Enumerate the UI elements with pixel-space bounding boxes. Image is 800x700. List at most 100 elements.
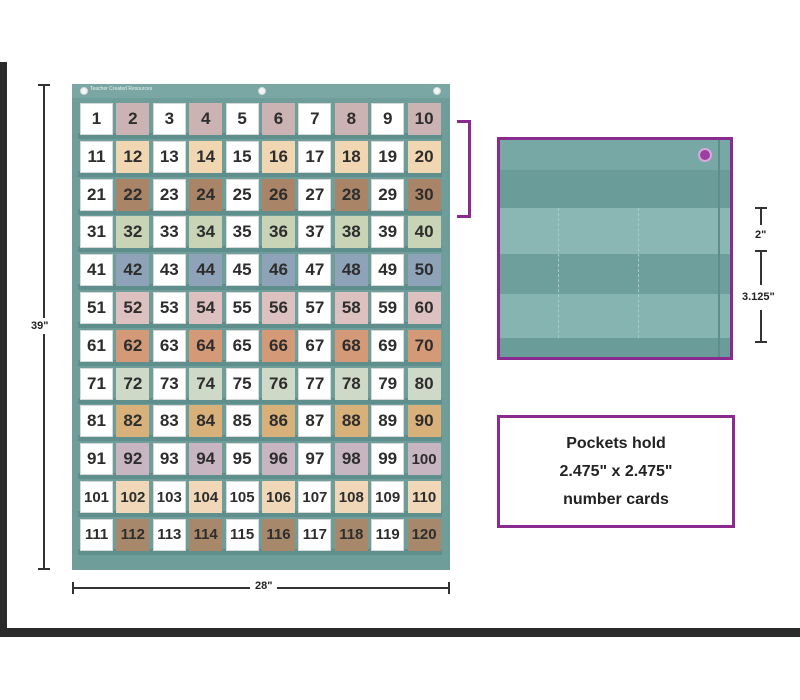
number-card: 37 bbox=[298, 216, 332, 249]
number-card: 118 bbox=[334, 518, 368, 551]
callout-bracket bbox=[457, 120, 471, 218]
number-card: 69 bbox=[371, 329, 405, 362]
pocket-divider bbox=[558, 208, 559, 338]
number-card: 98 bbox=[334, 443, 368, 476]
number-card: 24 bbox=[189, 178, 223, 211]
pocket-strip bbox=[78, 435, 442, 442]
number-card: 78 bbox=[334, 367, 368, 400]
number-card: 31 bbox=[80, 216, 113, 249]
pocket-strip bbox=[78, 246, 442, 253]
number-card: 75 bbox=[225, 367, 259, 400]
number-card: 79 bbox=[371, 367, 405, 400]
number-card: 64 bbox=[189, 329, 223, 362]
number-card: 71 bbox=[80, 367, 113, 400]
number-card: 63 bbox=[152, 329, 186, 362]
number-card: 11 bbox=[80, 140, 113, 173]
pocket-dim-bottom-tick bbox=[755, 341, 767, 343]
number-card: 113 bbox=[152, 518, 186, 551]
number-card: 12 bbox=[116, 140, 150, 173]
number-card: 59 bbox=[371, 292, 405, 324]
number-card: 97 bbox=[298, 443, 332, 476]
width-dim-label: 28" bbox=[250, 580, 278, 592]
number-card: 15 bbox=[225, 140, 259, 173]
number-card: 39 bbox=[371, 216, 405, 249]
grommet-right bbox=[433, 87, 441, 95]
number-card: 8 bbox=[334, 103, 368, 135]
number-card: 81 bbox=[80, 405, 113, 438]
number-card: 25 bbox=[225, 178, 259, 211]
detail-pocket bbox=[500, 208, 730, 254]
number-card: 40 bbox=[407, 216, 441, 249]
detail-edge bbox=[718, 140, 720, 357]
number-card: 57 bbox=[298, 292, 332, 324]
pocket-strip bbox=[78, 548, 442, 555]
number-card: 106 bbox=[262, 481, 295, 513]
callout-line-2: 2.475" x 2.475" bbox=[559, 462, 673, 480]
number-card: 70 bbox=[407, 329, 441, 362]
number-card: 103 bbox=[152, 481, 186, 513]
number-card: 7 bbox=[298, 103, 332, 135]
pocket-strip bbox=[78, 511, 442, 517]
number-card: 73 bbox=[152, 367, 186, 400]
number-card: 105 bbox=[225, 481, 259, 513]
callout-line-1: Pockets hold bbox=[566, 434, 666, 452]
number-card: 20 bbox=[407, 140, 441, 173]
number-card: 90 bbox=[407, 405, 441, 438]
number-card: 101 bbox=[80, 481, 113, 513]
left-border bbox=[0, 62, 7, 637]
detail-pocket bbox=[500, 294, 730, 338]
number-card: 42 bbox=[116, 254, 150, 287]
number-card: 88 bbox=[334, 405, 368, 438]
pocket-divider bbox=[638, 208, 639, 338]
pocket-dim-label: 3.125" bbox=[742, 291, 775, 303]
number-card: 112 bbox=[116, 518, 150, 551]
number-card: 47 bbox=[298, 254, 332, 287]
number-card: 84 bbox=[189, 405, 223, 438]
number-card: 54 bbox=[189, 292, 223, 324]
grommet-left bbox=[80, 87, 88, 95]
number-card: 1 bbox=[80, 103, 113, 135]
number-card: 89 bbox=[371, 405, 405, 438]
number-card: 16 bbox=[262, 140, 295, 173]
pocket-dim-line-bottom bbox=[760, 310, 762, 342]
number-card: 53 bbox=[152, 292, 186, 324]
callout-line-3: number cards bbox=[563, 490, 669, 508]
number-card: 111 bbox=[80, 518, 113, 551]
number-card: 76 bbox=[262, 367, 295, 400]
number-card: 35 bbox=[225, 216, 259, 249]
number-card: 50 bbox=[407, 254, 441, 287]
number-card: 115 bbox=[225, 518, 259, 551]
number-card: 21 bbox=[80, 178, 113, 211]
number-card: 27 bbox=[298, 178, 332, 211]
number-card: 67 bbox=[298, 329, 332, 362]
number-card: 110 bbox=[407, 481, 441, 513]
number-card: 18 bbox=[334, 140, 368, 173]
grommet-icon bbox=[698, 148, 712, 162]
number-card: 66 bbox=[262, 329, 295, 362]
number-card: 109 bbox=[371, 481, 405, 513]
number-card: 26 bbox=[262, 178, 295, 211]
number-card: 72 bbox=[116, 367, 150, 400]
width-dim-right-tick bbox=[448, 582, 450, 594]
number-card: 116 bbox=[262, 518, 295, 551]
grommet-center bbox=[258, 87, 266, 95]
pocket-dim-line-top bbox=[760, 250, 762, 285]
number-card: 38 bbox=[334, 216, 368, 249]
pocket-detail-view bbox=[497, 137, 733, 360]
number-card: 32 bbox=[116, 216, 150, 249]
number-card: 108 bbox=[334, 481, 368, 513]
spacing-dim-line bbox=[760, 207, 762, 225]
number-card: 82 bbox=[116, 405, 150, 438]
number-card: 55 bbox=[225, 292, 259, 324]
detail-band bbox=[500, 338, 730, 357]
number-card: 77 bbox=[298, 367, 332, 400]
number-card: 62 bbox=[116, 329, 150, 362]
number-card: 86 bbox=[262, 405, 295, 438]
pocket-strip bbox=[78, 133, 442, 139]
number-card: 120 bbox=[407, 518, 441, 551]
number-card: 33 bbox=[152, 216, 186, 249]
number-card: 56 bbox=[262, 292, 295, 324]
number-card: 22 bbox=[116, 178, 150, 211]
spacing-dim-label: 2" bbox=[755, 229, 767, 241]
number-card: 83 bbox=[152, 405, 186, 438]
